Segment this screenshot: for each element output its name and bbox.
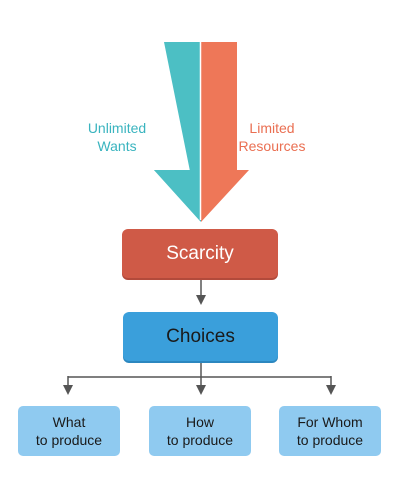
unlimited-wants-line2: Wants	[97, 138, 137, 154]
scarcity-label: Scarcity	[166, 242, 234, 264]
option-whom-box: For Whom to produce	[279, 406, 381, 456]
choices-label: Choices	[166, 325, 235, 347]
limited-resources-arrow	[201, 42, 249, 222]
unlimited-wants-arrow-head	[154, 170, 201, 222]
unlimited-wants-line1: Unlimited	[87, 120, 147, 136]
limited-resources-line1: Limited	[249, 120, 295, 136]
option-whom-line2: to produce	[296, 432, 364, 448]
option-what-line1: What	[52, 414, 86, 430]
option-how-line1: How	[185, 414, 214, 430]
option-whom-line1: For Whom	[297, 414, 363, 430]
option-what-box: What to produce	[18, 406, 120, 456]
option-what-line2: to produce	[35, 432, 103, 448]
unlimited-wants-label: Unlimited Wants	[78, 119, 156, 155]
limited-resources-line2: Resources	[238, 138, 306, 154]
choices-box: Choices	[123, 312, 278, 361]
limited-resources-label: Limited Resources	[230, 119, 314, 155]
option-how-line2: to produce	[166, 432, 234, 448]
scarcity-box: Scarcity	[122, 229, 278, 278]
option-how-box: How to produce	[149, 406, 251, 456]
